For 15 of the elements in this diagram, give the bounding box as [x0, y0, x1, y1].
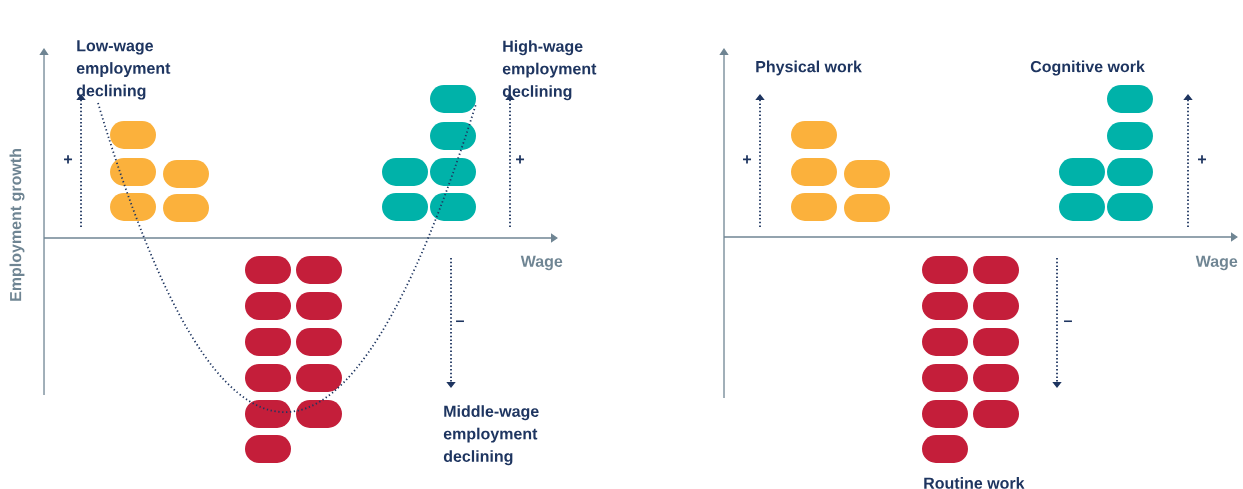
- sign-label: +: [64, 155, 73, 164]
- heading-text: Cognitive work: [1030, 60, 1145, 76]
- heading-text: Physical work: [756, 60, 862, 76]
- heading-text: High-wage employment declining: [502, 40, 597, 101]
- sign-label: –: [1064, 320, 1072, 323]
- sign-label: –: [456, 320, 464, 323]
- heading-text: Routine work: [924, 477, 1025, 489]
- sign-label: +: [516, 155, 524, 164]
- axis-label: Wage: [520, 255, 563, 271]
- sign-label: +: [1198, 155, 1206, 164]
- heading-text: Low-wage employment declining: [76, 40, 171, 100]
- sign-label: +: [743, 155, 751, 164]
- axis-label: Wage: [1195, 255, 1238, 271]
- heading-text: Middle-wage employment declining: [443, 405, 539, 466]
- axis-label: Employment growth: [9, 149, 25, 301]
